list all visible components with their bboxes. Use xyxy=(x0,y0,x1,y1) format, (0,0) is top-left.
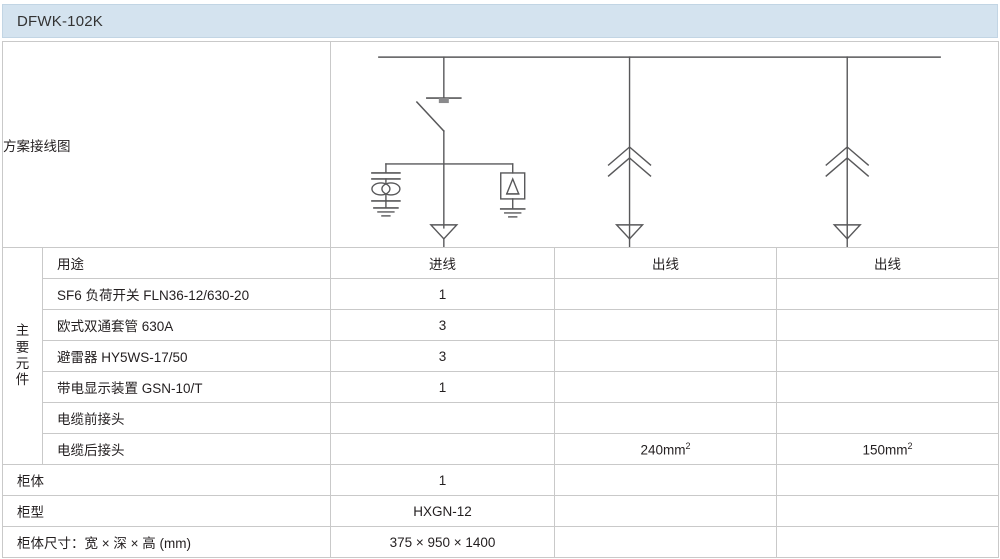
cell-cabinet-type-outgoing-1 xyxy=(554,495,777,527)
single-line-diagram xyxy=(371,56,941,247)
earth-symbol xyxy=(499,208,526,218)
surge-arrester xyxy=(499,163,526,218)
cable-outgoing-arrow xyxy=(429,224,459,247)
group-label-char-3: 件 xyxy=(15,372,30,388)
cell-cable-front-outgoing-1 xyxy=(554,402,777,434)
cable-outgoing-arrow xyxy=(614,224,645,247)
row-label-cabinet-dimensions: 柜体尺寸：宽 × 深 × 高 (mm) xyxy=(2,526,331,558)
page-title: DFWK-102K xyxy=(17,12,103,30)
table-row-cabinet-body: 柜体 1 xyxy=(2,464,999,496)
column-header-outgoing-2: 出线 xyxy=(776,247,999,279)
cell-cabinet-type-outgoing-2 xyxy=(776,495,999,527)
earth-symbol xyxy=(373,207,399,217)
cell-cable-rear-outgoing-1-sup: 2 xyxy=(685,440,691,451)
column-header-outgoing-1: 出线 xyxy=(554,247,777,279)
row-label-sf6-switch: SF6 负荷开关 FLN36-12/630-20 xyxy=(42,278,331,310)
switch-moving-blade xyxy=(415,101,445,133)
table-row-arrester: 避雷器 HY5WS-17/50 3 xyxy=(3,340,999,372)
row-label-arrester: 避雷器 HY5WS-17/50 xyxy=(42,340,331,372)
group-label-main-components: 主 要 元 件 xyxy=(2,247,43,465)
table-row-cable-front-connector: 电缆前接头 xyxy=(3,402,999,434)
cell-cabinet-dimensions-outgoing-2 xyxy=(776,526,999,558)
cell-live-display-outgoing-1 xyxy=(554,371,777,403)
switch-contact-block xyxy=(438,98,449,104)
diagram-row-label: 方案接线图 xyxy=(3,138,71,154)
cell-cabinet-dimensions-outgoing-1 xyxy=(554,526,777,558)
diagram-row: 方案接线图 xyxy=(2,41,999,248)
cell-cabinet-body-outgoing-1 xyxy=(554,464,777,496)
cell-cable-front-outgoing-2 xyxy=(776,402,999,434)
cell-cable-rear-outgoing-1-text: 240mm xyxy=(640,442,686,458)
cell-arrester-outgoing-2 xyxy=(776,340,999,372)
row-label-live-display: 带电显示装置 GSN-10/T xyxy=(42,371,331,403)
cell-sf6-switch-outgoing-1 xyxy=(554,278,777,310)
cell-arrester-incoming: 3 xyxy=(330,340,555,372)
cell-bushing-incoming: 3 xyxy=(330,309,555,341)
incoming-feeder-group xyxy=(371,56,526,247)
model-title-band: DFWK-102K xyxy=(2,4,998,38)
outgoing-feeder-2-group xyxy=(825,56,870,247)
table-row-live-display: 带电显示装置 GSN-10/T 1 xyxy=(3,371,999,403)
capacitive-voltage-indicator xyxy=(371,163,401,217)
group-label-char-0: 主 xyxy=(15,323,30,339)
table-row-cable-rear-connector: 电缆后接头 240mm2 150mm2 xyxy=(3,433,999,465)
cell-bushing-outgoing-2 xyxy=(776,309,999,341)
table-row-sf6-switch: SF6 负荷开关 FLN36-12/630-20 1 xyxy=(3,278,999,310)
cable-termination-chevron xyxy=(607,146,652,177)
cell-cable-rear-outgoing-2: 150mm2 xyxy=(776,433,999,465)
group-label-char-1: 要 xyxy=(15,339,30,355)
row-label-cabinet-body: 柜体 xyxy=(2,464,331,496)
cell-live-display-incoming: 1 xyxy=(330,371,555,403)
row-label-bushing: 欧式双通套管 630A xyxy=(42,309,331,341)
cell-cabinet-type-incoming: HXGN-12 xyxy=(330,495,555,527)
cell-cable-front-incoming xyxy=(330,402,555,434)
cell-cabinet-dimensions-incoming: 375 × 950 × 1400 xyxy=(330,526,555,558)
specification-table: 方案接线图 xyxy=(2,41,999,558)
column-header-incoming: 进线 xyxy=(330,247,555,279)
diagram-canvas-cell xyxy=(330,41,999,248)
row-label-cable-rear-connector: 电缆后接头 xyxy=(42,433,331,465)
group-label-char-2: 元 xyxy=(15,356,30,371)
cell-cable-rear-incoming xyxy=(330,433,555,465)
cell-cable-rear-outgoing-1: 240mm2 xyxy=(554,433,777,465)
table-row-cabinet-dimensions: 柜体尺寸：宽 × 深 × 高 (mm) 375 × 950 × 1400 xyxy=(2,526,999,558)
cell-live-display-outgoing-2 xyxy=(776,371,999,403)
diagram-row-label-cell: 方案接线图 xyxy=(2,41,331,248)
table-row-usage-header: 主 要 元 件 用途 进线 出线 出线 xyxy=(2,247,999,465)
cell-bushing-outgoing-1 xyxy=(554,309,777,341)
outgoing-feeder-1-group xyxy=(607,56,652,247)
row-label-usage: 用途 xyxy=(42,247,331,279)
table-row-cabinet-type: 柜型 HXGN-12 xyxy=(2,495,999,527)
cell-cable-rear-outgoing-2-sup: 2 xyxy=(907,440,913,451)
row-label-cabinet-type: 柜型 xyxy=(2,495,331,527)
table-row-bushing: 欧式双通套管 630A 3 xyxy=(3,309,999,341)
cell-sf6-switch-incoming: 1 xyxy=(330,278,555,310)
cell-sf6-switch-outgoing-2 xyxy=(776,278,999,310)
cable-termination-chevron xyxy=(825,146,870,177)
cell-cabinet-body-incoming: 1 xyxy=(330,464,555,496)
row-label-cable-front-connector: 电缆前接头 xyxy=(42,402,331,434)
cable-outgoing-arrow xyxy=(832,224,862,247)
cell-arrester-outgoing-1 xyxy=(554,340,777,372)
cell-cable-rear-outgoing-2-text: 150mm xyxy=(862,442,908,458)
cell-cabinet-body-outgoing-2 xyxy=(776,464,999,496)
